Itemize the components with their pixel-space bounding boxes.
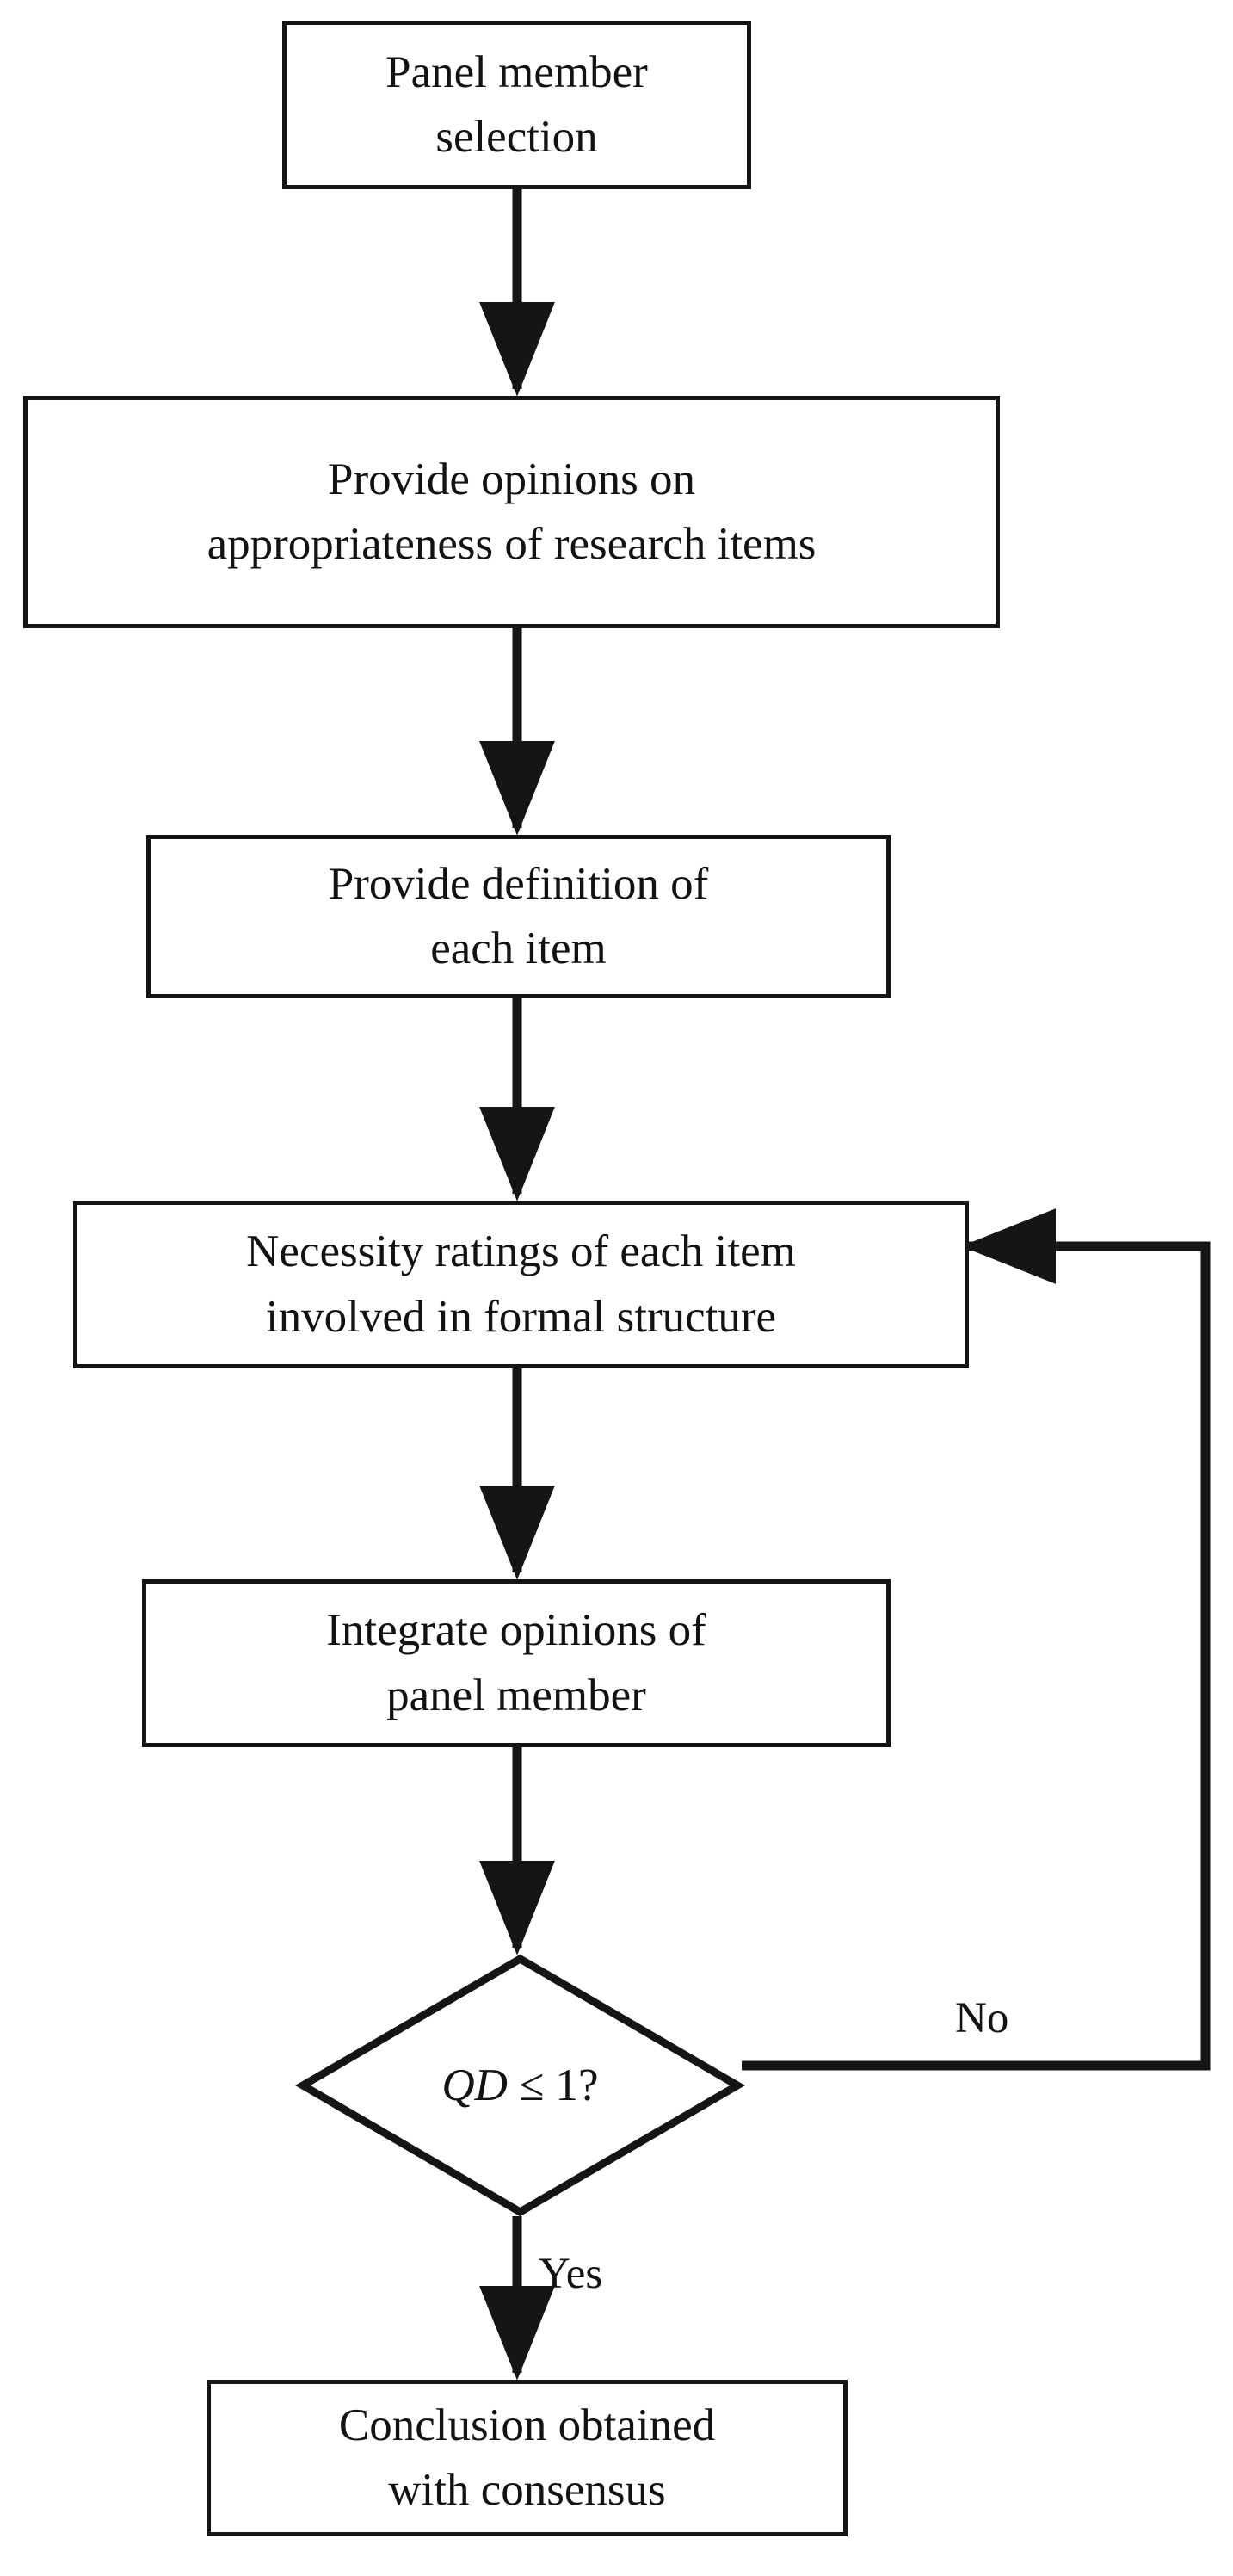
node-provide-opinions[interactable]: Provide opinions on appropriateness of r… (23, 396, 1000, 628)
node-panel-member-selection[interactable]: Panel member selection (282, 21, 751, 189)
node-label: Integrate opinions of panel member (326, 1605, 706, 1720)
node-label: Necessity ratings of each item involved … (246, 1226, 796, 1342)
diamond-shape (295, 1954, 745, 2217)
decision-label: QD ≤ 1? (441, 2060, 598, 2111)
node-label: Panel member selection (385, 46, 648, 162)
decision-label-condition: ≤ 1? (507, 2060, 599, 2110)
node-conclusion-obtained[interactable]: Conclusion obtained with consensus (207, 2380, 848, 2536)
node-decision-qd[interactable]: QD ≤ 1? (295, 1954, 745, 2217)
edge-label-yes: Yes (539, 2250, 603, 2298)
node-label: Provide definition of each item (328, 858, 709, 973)
node-label: Provide opinions on appropriateness of r… (207, 454, 817, 569)
node-integrate-opinions[interactable]: Integrate opinions of panel member (142, 1579, 891, 1747)
node-label: Conclusion obtained with consensus (338, 2400, 716, 2515)
edge-label-no: No (955, 1994, 1009, 2042)
decision-label-variable: QD (441, 2060, 508, 2110)
node-necessity-ratings[interactable]: Necessity ratings of each item involved … (73, 1201, 969, 1368)
node-provide-definition[interactable]: Provide definition of each item (146, 835, 891, 998)
